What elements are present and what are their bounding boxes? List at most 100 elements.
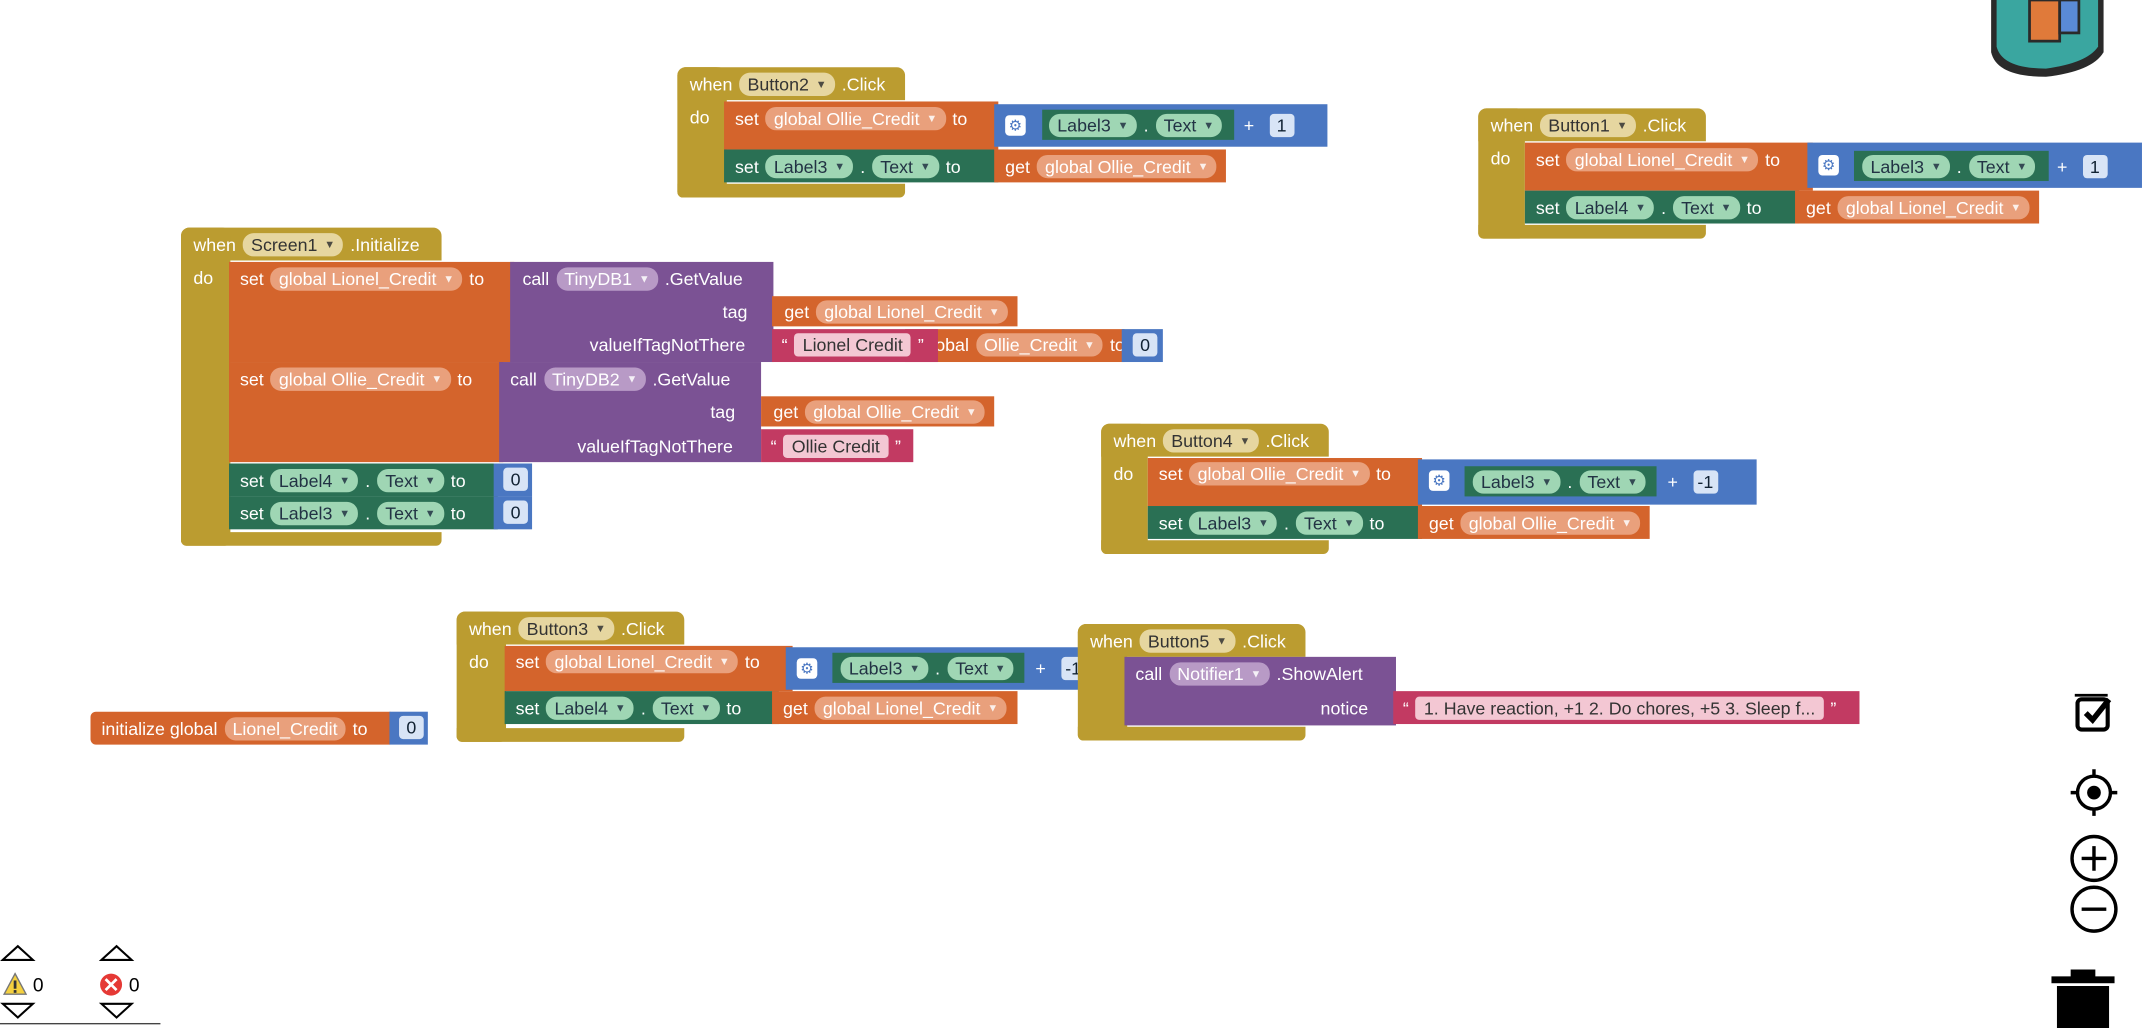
value-if-tag-not-there-keyword: valueIfTagNotThere [589,333,746,355]
component-dropdown[interactable]: Label3▼ [1862,154,1950,178]
variable-dropdown[interactable]: global Ollie_Credit▼ [805,399,985,424]
component-dropdown[interactable]: Button1▼ [1540,113,1636,137]
call-keyword: call [1135,663,1163,684]
component-dropdown[interactable]: Label3▼ [765,154,854,178]
button4-header[interactable]: when Button4▼ .Click [1113,424,1309,457]
trash-icon[interactable] [2049,965,2118,1028]
property-name: Text [1163,114,1197,136]
property-dropdown[interactable]: Text▼ [872,154,939,178]
notice-label: notice [1321,691,1369,724]
component-dropdown[interactable]: Button2▼ [739,71,835,96]
recenter-icon[interactable] [2068,768,2120,817]
number-field[interactable]: 1 [2082,154,2108,178]
variable-dropdown[interactable]: global Ollie_Credit▼ [1460,510,1641,535]
screen1-header[interactable]: when Screen1▼ .Initialize [193,228,420,261]
text-value[interactable]: Lionel Credit [794,332,912,356]
component-dropdown[interactable]: Label3▼ [1049,113,1137,137]
property-dropdown[interactable]: Text▼ [947,656,1014,680]
variable-dropdown[interactable]: global Ollie_Credit▼ [765,106,946,130]
variable-dropdown[interactable]: Ollie_Credit▼ [975,332,1104,356]
button1-header[interactable]: when Button1▼ .Click [1491,108,1686,141]
backpack-icon[interactable] [1977,0,2114,82]
dot: . [365,502,371,524]
warning-up-arrow-icon[interactable] [0,943,36,962]
get-row: get global Lionel_Credit▼ [784,295,1008,328]
component-dropdown[interactable]: Notifier1▼ [1169,661,1270,685]
variable-dropdown[interactable]: global Lionel_Credit▼ [546,649,739,673]
property-dropdown[interactable]: Text▼ [1672,195,1740,219]
component-dropdown[interactable]: Label3▼ [1189,510,1278,535]
component-dropdown[interactable]: TinyDB1▼ [556,266,658,291]
warning-indicator[interactable]: 0 [2,968,44,1001]
chevron-down-icon: ▼ [926,111,938,125]
component-dropdown[interactable]: Label4▼ [270,468,359,492]
component-name: Button1 [1548,114,1610,136]
component-dropdown[interactable]: Label3▼ [270,501,359,525]
when-keyword: when [1090,630,1133,651]
component-dropdown[interactable]: Screen1▼ [242,232,344,256]
dot: . [935,657,941,679]
warning-down-arrow-icon[interactable] [0,1001,36,1020]
component-name: Button4 [1171,429,1233,451]
button2-header: when Button2▼ .Click [690,67,885,100]
component-dropdown[interactable]: Button3▼ [518,616,615,640]
component-dropdown[interactable]: Label3▼ [840,656,929,680]
button5-header[interactable]: when Button5▼ .Click [1090,624,1286,657]
component-dropdown[interactable]: Button4▼ [1162,428,1259,452]
chevron-down-icon: ▼ [339,473,351,487]
property-dropdown[interactable]: Text▼ [652,695,720,720]
dot: . [1283,512,1289,533]
error-down-arrow-icon[interactable] [98,1001,135,1020]
chevron-down-icon: ▼ [443,272,455,285]
error-icon [100,973,123,996]
button3-header[interactable]: when Button3▼ .Click [469,612,665,645]
gear-icon[interactable]: ⚙ [1818,154,1839,175]
property-name: Text [385,502,418,524]
event-side [1101,423,1148,555]
number-field[interactable]: 0 [503,467,528,491]
variable-dropdown[interactable]: global Ollie_Credit▼ [1036,154,1217,178]
component-dropdown[interactable]: Label3▼ [1472,469,1561,493]
variable-dropdown[interactable]: global Lionel_Credit▼ [814,695,1007,720]
component-dropdown[interactable]: TinyDB2▼ [543,366,646,391]
number-field[interactable]: 1 [1269,113,1294,137]
to-keyword: to [1746,196,1762,218]
component-dropdown[interactable]: Label4▼ [546,695,634,720]
zoom-in-icon[interactable] [2068,834,2120,883]
set-component-row: set Label4▼ . Text▼ to [516,691,741,724]
text-value[interactable]: Ollie Credit [783,434,889,458]
chevron-down-icon: ▼ [431,372,443,385]
zoom-out-icon[interactable] [2068,884,2120,933]
gear-icon[interactable]: ⚙ [1428,469,1450,491]
number-field[interactable]: 0 [503,500,528,524]
number-field[interactable]: 0 [399,715,424,740]
number-field[interactable]: -1 [1692,469,1718,493]
property-dropdown[interactable]: Text▼ [1968,154,2036,178]
property-dropdown[interactable]: Text▼ [1155,113,1223,137]
do-keyword: do [468,650,489,672]
component-dropdown[interactable]: Label4▼ [1566,195,1655,219]
property-dropdown[interactable]: Text▼ [377,468,444,492]
to-keyword: to [450,502,466,524]
component-dropdown[interactable]: Button5▼ [1139,628,1236,653]
variable-dropdown[interactable]: global Lionel_Credit▼ [1566,147,1759,171]
variable-dropdown[interactable]: global Lionel_Credit▼ [270,266,463,291]
variable-dropdown[interactable]: global Lionel_Credit▼ [816,299,1008,323]
gear-icon[interactable]: ⚙ [796,657,818,679]
checklist-icon[interactable] [2072,691,2116,735]
number-field[interactable]: 0 [1132,333,1158,357]
variable-dropdown[interactable]: global Ollie_Credit▼ [1189,461,1370,485]
set-keyword: set [735,107,759,129]
to-keyword: to [952,107,968,129]
variable-name-field[interactable]: Lionel_Credit [224,716,346,740]
variable-dropdown[interactable]: global Ollie_Credit▼ [270,366,451,391]
property-dropdown[interactable]: Text▼ [1579,469,1647,493]
property-dropdown[interactable]: Text▼ [377,501,444,525]
error-up-arrow-icon[interactable] [98,943,135,962]
gear-icon[interactable]: ⚙ [1005,114,1026,136]
text-value[interactable]: 1. Have reaction, +1 2. Do chores, +5 3.… [1415,695,1824,720]
error-indicator[interactable]: 0 [99,968,140,1001]
variable-dropdown[interactable]: global Lionel_Credit▼ [1837,195,2030,219]
property-dropdown[interactable]: Text▼ [1295,510,1363,535]
